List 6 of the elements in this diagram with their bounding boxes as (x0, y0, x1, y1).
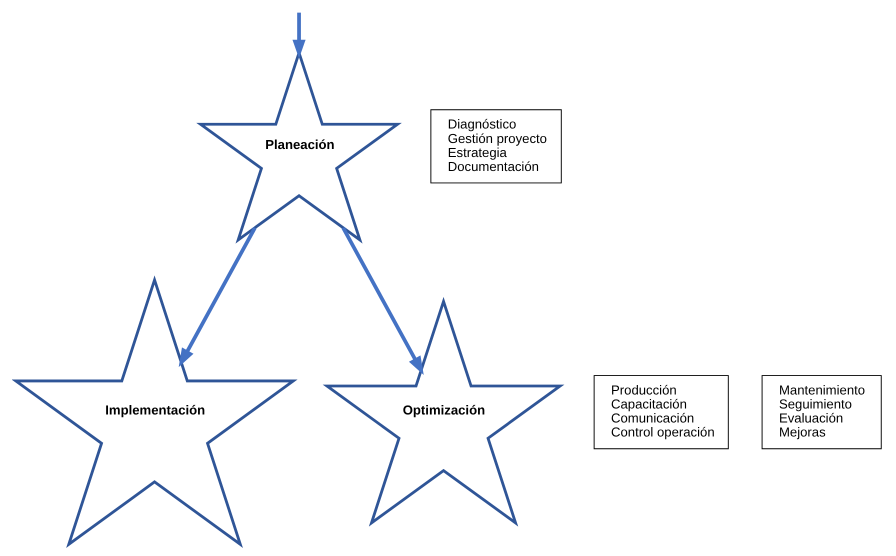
node-box: Producción Capacitación Comunicación Control operación (593, 375, 728, 450)
arrow (341, 227, 424, 376)
arrow (178, 227, 256, 368)
node-box: Mantenimiento Seguimiento Evaluación Mejoras (761, 375, 882, 450)
arrow (292, 12, 306, 58)
node-box: Diagnóstico Gestión proyecto Estrategia Documentación (430, 109, 562, 184)
